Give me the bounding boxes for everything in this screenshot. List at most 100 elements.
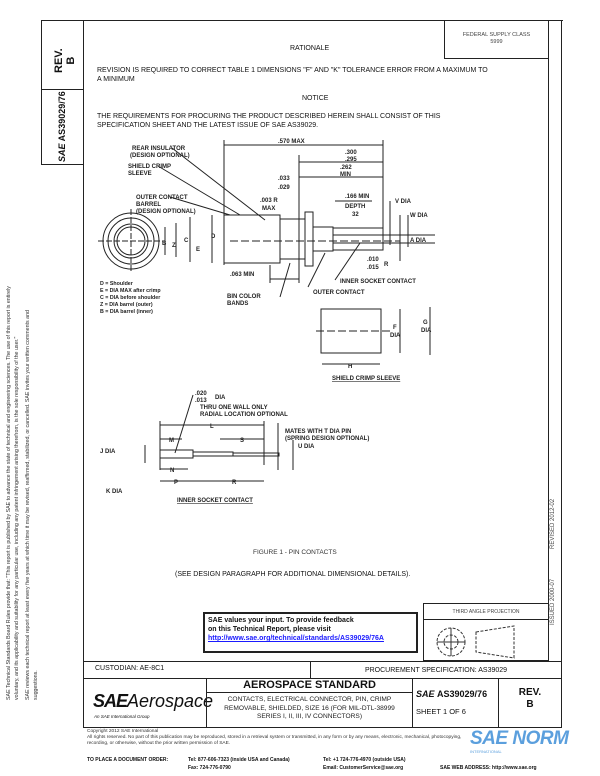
svg-text:RADIAL LOCATION OPTIONAL: RADIAL LOCATION OPTIONAL — [200, 412, 288, 418]
svg-text:.015: .015 — [367, 265, 379, 271]
doc-number: AS39029/76 — [437, 689, 488, 699]
svg-text:B = DIA barrel (inner): B = DIA barrel (inner) — [100, 309, 153, 315]
svg-text:OUTER CONTACT: OUTER CONTACT — [313, 290, 365, 296]
svg-text:L: L — [210, 424, 214, 430]
side-doc-number: SAE AS39029/76 — [57, 91, 67, 162]
svg-text:BANDS: BANDS — [227, 301, 248, 307]
sae-aerospace-logo: SAEAerospace — [93, 691, 214, 711]
svg-text:A DIA: A DIA — [410, 238, 427, 244]
custodian: CUSTODIAN: AE-8C1 — [95, 665, 165, 672]
issue-dates: ISSUED 2000-07 REVISED 2012-02 — [550, 499, 556, 625]
web-address[interactable]: SAE WEB ADDRESS: http://www.sae.org — [440, 765, 537, 771]
logo-subtitle: An SAE International Group — [94, 714, 150, 719]
notice-heading: NOTICE — [302, 95, 329, 102]
svg-text:G: G — [423, 320, 428, 326]
svg-text:.063 MIN: .063 MIN — [230, 272, 254, 278]
email[interactable]: Email: CustomerService@sae.org — [323, 765, 404, 771]
title-box: AEROSPACE STANDARD CONTACTS, ELECTRICAL … — [206, 678, 413, 728]
inner-socket-title: INNER SOCKET CONTACT — [177, 498, 253, 504]
svg-text:E: E — [196, 247, 200, 253]
copyright: Copyright 2012 SAE International — [87, 729, 159, 734]
svg-text:.003 R: .003 R — [260, 198, 278, 204]
fsc-label: FEDERAL SUPPLY CLASS — [462, 32, 531, 38]
svg-text:.300: .300 — [345, 150, 357, 156]
svg-text:SHIELD CRIMP: SHIELD CRIMP — [128, 164, 171, 170]
svg-text:D: D — [211, 234, 216, 240]
svg-text:THRU ONE WALL ONLY: THRU ONE WALL ONLY — [200, 405, 268, 411]
svg-text:Z = DIA barrel (outer): Z = DIA barrel (outer) — [100, 302, 153, 308]
rev-label: REV. — [518, 687, 542, 698]
side-rev-value: B — [65, 56, 77, 65]
svg-text:(DESIGN OPTIONAL): (DESIGN OPTIONAL) — [130, 153, 190, 159]
standard-heading: AEROSPACE STANDARD — [207, 679, 412, 693]
document-title-3: SERIES I, II, III, IV CONNECTORS) — [256, 713, 363, 721]
svg-text:(SPRING DESIGN OPTIONAL): (SPRING DESIGN OPTIONAL) — [285, 436, 369, 442]
svg-text:C = DIA before shoulder: C = DIA before shoulder — [100, 295, 160, 301]
custodian-box: CUSTODIAN: AE-8C1 — [83, 661, 311, 679]
document-title: CONTACTS, ELECTRICAL CONNECTOR, PIN, CRI… — [227, 696, 392, 703]
third-angle-label: THIRD ANGLE PROJECTION — [452, 609, 520, 615]
feedback-text-2: on this Technical Report, please visit — [208, 626, 331, 633]
svg-text:E = DIA MAX after crimp: E = DIA MAX after crimp — [100, 288, 161, 294]
side-docnum-box: SAE AS39029/76 — [41, 89, 84, 165]
svg-text:.010: .010 — [367, 257, 379, 263]
side-rev-box: REV. B — [41, 20, 84, 90]
feedback-text: SAE values your input. To provide feedba… — [208, 617, 354, 624]
tel-intl: Tel: +1 724-776-4970 (outside USA) — [323, 757, 406, 763]
svg-text:SLEEVE: SLEEVE — [128, 171, 152, 177]
svg-text:B: B — [162, 241, 167, 247]
svg-text:REAR INSULATOR: REAR INSULATOR — [132, 146, 186, 152]
svg-text:Z: Z — [172, 243, 176, 249]
rights-text-2: recording, or otherwise, without the pri… — [87, 741, 231, 746]
tel-us: Tel: 877-606-7323 (inside USA and Canada… — [188, 757, 290, 763]
feedback-link[interactable]: http://www.sae.org/technical/standards/A… — [208, 635, 384, 642]
svg-text:.262: .262 — [340, 165, 352, 171]
procurement-box: PROCUREMENT SPECIFICATION: AS39029 — [310, 661, 562, 679]
fsc-box: FEDERAL SUPPLY CLASS 5999 — [444, 20, 549, 59]
svg-text:DIA: DIA — [421, 328, 432, 334]
fax: Fax: 724-776-0790 — [188, 765, 231, 771]
sheet-number: SHEET 1 OF 6 — [416, 707, 466, 716]
svg-text:.033: .033 — [278, 176, 290, 182]
fsc-value: 5999 — [490, 39, 503, 45]
side-rev-label: REV. — [53, 48, 65, 73]
svg-text:32: 32 — [352, 212, 359, 218]
shield-crimp-sleeve-title: SHIELD CRIMP SLEEVE — [332, 376, 400, 382]
rev-value: B — [526, 699, 534, 710]
rationale-text: REVISION IS REQUIRED TO CORRECT TABLE 1 … — [97, 67, 488, 74]
frame-outer-right-line — [561, 20, 563, 678]
svg-text:BARREL: BARREL — [136, 202, 161, 208]
svg-text:K DIA: K DIA — [106, 489, 123, 495]
svg-text:.295: .295 — [345, 157, 357, 163]
svg-text:DIA: DIA — [390, 333, 401, 339]
svg-text:V DIA: V DIA — [395, 199, 412, 205]
svg-text:.013: .013 — [195, 398, 207, 404]
docnum-box: SAE AS39029/76 SHEET 1 OF 6 — [412, 678, 499, 728]
svg-text:MAX: MAX — [262, 206, 275, 212]
procurement-spec: PROCUREMENT SPECIFICATION: AS39029 — [364, 667, 508, 674]
disclaimer-text: SAE Technical Standards Board Rules prov… — [6, 286, 39, 700]
revised-date: REVISED 2012-02 — [550, 498, 556, 549]
order-label: TO PLACE A DOCUMENT ORDER: — [87, 757, 169, 763]
feedback-box: SAE values your input. To provide feedba… — [203, 612, 418, 653]
svg-text:OUTER CONTACT: OUTER CONTACT — [136, 195, 188, 201]
svg-text:.020: .020 — [195, 391, 207, 397]
sae-mark: SAE — [416, 689, 435, 699]
rights-text: All rights reserved. No part of this pub… — [87, 735, 462, 740]
svg-text:.166 MIN: .166 MIN — [345, 194, 369, 200]
issued-date: ISSUED 2000-07 — [550, 578, 556, 625]
svg-text:W DIA: W DIA — [410, 213, 428, 219]
svg-text:U DIA: U DIA — [298, 444, 315, 450]
logo-box: SAEAerospace An SAE International Group — [83, 678, 213, 728]
document-title-2: REMOVABLE, SHIELDED, SIZE 16 (FOR MIL-DT… — [224, 704, 395, 712]
dim-570-max: .570 MAX — [278, 139, 305, 145]
third-angle-projection-symbol — [436, 625, 515, 659]
third-angle-box: THIRD ANGLE PROJECTION — [423, 603, 549, 661]
svg-text:DIA: DIA — [215, 395, 226, 401]
svg-text:N: N — [170, 468, 174, 474]
svg-text:(DESIGN OPTIONAL): (DESIGN OPTIONAL) — [136, 209, 196, 215]
design-note: (SEE DESIGN PARAGRAPH FOR ADDITIONAL DIM… — [175, 571, 411, 578]
frame-top-line — [83, 20, 563, 22]
svg-text:D = Shoulder: D = Shoulder — [100, 281, 133, 287]
svg-text:F: F — [393, 325, 397, 331]
